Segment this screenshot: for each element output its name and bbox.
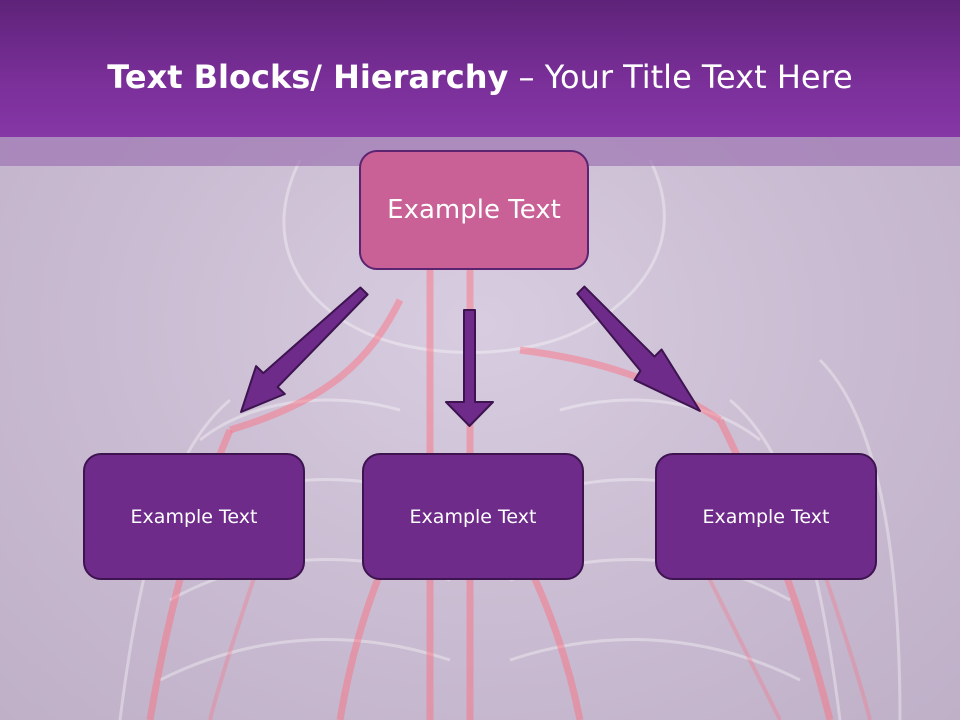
top-text-block-label: Example Text xyxy=(387,195,561,225)
title-bold-text: Text Blocks/ Hierarchy xyxy=(107,58,509,96)
title-bar xyxy=(0,0,960,137)
child-text-block-label: Example Text xyxy=(130,505,258,528)
title-rest-text: – Your Title Text Here xyxy=(508,58,853,96)
arrow-left xyxy=(240,286,369,413)
child-text-block-right: Example Text xyxy=(655,453,877,580)
child-text-block-left: Example Text xyxy=(83,453,305,580)
slide-title: Text Blocks/ Hierarchy – Your Title Text… xyxy=(0,52,960,102)
child-text-block-label: Example Text xyxy=(409,505,537,528)
top-text-block: Example Text xyxy=(359,150,589,270)
arrow-middle xyxy=(445,309,494,427)
child-text-block-label: Example Text xyxy=(702,505,830,528)
arrow-right xyxy=(576,285,701,412)
child-text-block-middle: Example Text xyxy=(362,453,584,580)
